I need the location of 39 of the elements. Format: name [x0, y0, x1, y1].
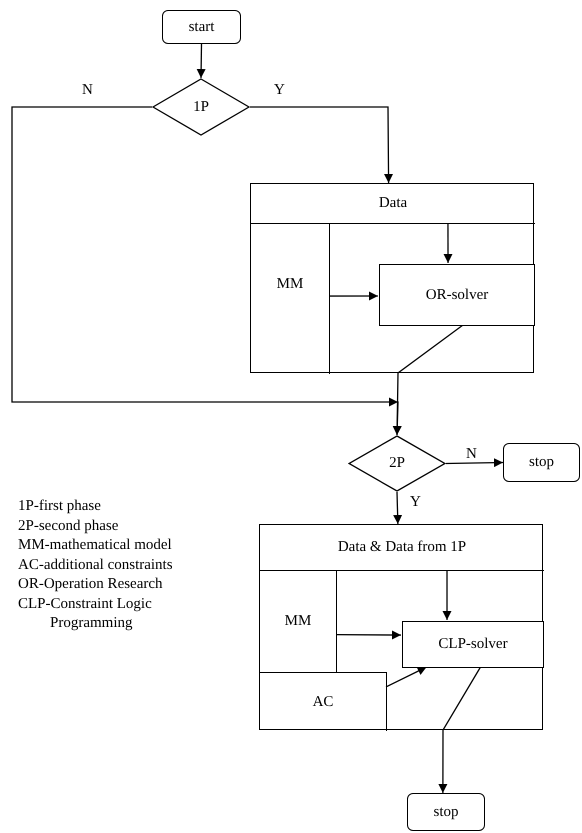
node-text: OR-solver: [426, 286, 488, 304]
note-text: 2P-second phase: [18, 516, 120, 536]
node-text: CLP-solver: [438, 636, 508, 653]
process-box: [379, 264, 535, 326]
box-frame: [250, 183, 534, 373]
note-text: OR-Operation Research: [18, 575, 164, 594]
terminal-box: [162, 10, 241, 44]
arrow: [336, 630, 401, 640]
node-text: AC: [312, 694, 334, 710]
arrow: [329, 292, 378, 300]
node-text: stop: [433, 804, 458, 820]
note-text: MM-mathematical model: [18, 536, 173, 555]
arrow: [250, 106, 394, 183]
node-text: 1P: [193, 98, 209, 116]
arrow: [196, 44, 206, 78]
decision-diamond: [348, 435, 446, 492]
arrow: [392, 324, 464, 436]
arrow: [444, 223, 453, 263]
arrow: [393, 492, 402, 524]
arrow: [386, 666, 427, 688]
node-text: start: [188, 18, 214, 36]
node-text: MM: [276, 276, 304, 292]
decision-diamond: [152, 78, 250, 136]
arrow: [446, 458, 504, 468]
note-text: 1P-first phase: [18, 497, 102, 516]
arrow: [438, 666, 482, 793]
process-box: [260, 672, 387, 731]
note-text: CLP-Constraint Logic Programming: [18, 594, 153, 633]
process-box: [402, 621, 544, 668]
node-text: 2P: [389, 455, 405, 472]
terminal-box: [503, 443, 580, 482]
box-frame: [259, 524, 543, 730]
note-text: AC-additional constraints: [18, 556, 174, 574]
node-text: Data & Data from 1P: [338, 539, 466, 556]
node-text: Data: [378, 195, 408, 212]
node-text: MM: [284, 613, 312, 630]
arrow: [442, 570, 452, 620]
terminal-box: [407, 793, 485, 831]
node-text: stop: [528, 454, 554, 471]
